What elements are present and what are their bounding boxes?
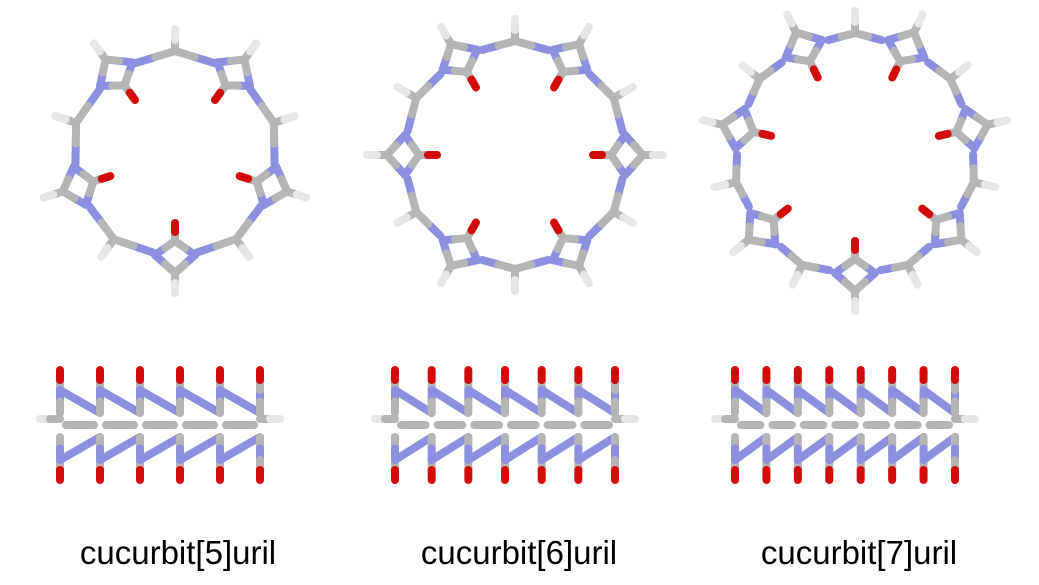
hydrogen-bond	[908, 270, 922, 289]
hydrogen-bond	[89, 39, 104, 56]
hydrogen-bond	[788, 270, 802, 289]
hydrogen-bond	[280, 112, 299, 124]
cb6-caption: cucurbit[6]uril	[420, 534, 618, 571]
hydrogen-bond	[393, 83, 411, 97]
cb7-top-svg	[698, 7, 1012, 315]
cb5-side-view	[30, 345, 320, 505]
hydrogen-bond	[619, 83, 637, 97]
hydrogen-bond	[393, 213, 411, 227]
carbonyl-bond	[888, 65, 901, 82]
carbonyl-bond	[210, 88, 225, 104]
hydrogen-bond	[437, 22, 450, 40]
carbonyl-bond	[467, 218, 480, 235]
hydrogen-bond	[738, 61, 756, 77]
hydrogen-bond	[51, 112, 70, 124]
cb7-side-svg	[711, 366, 979, 484]
hydrogen-bond	[783, 10, 796, 28]
cb6-top-svg	[363, 15, 667, 295]
carbonyl-bond	[235, 172, 253, 183]
cb5-caption: cucurbit[5]uril	[79, 534, 277, 571]
carbonyl-bond	[776, 204, 792, 219]
hydrogen-bond	[914, 10, 927, 28]
hydrogen-bond	[965, 242, 981, 257]
cb5-top-view	[30, 10, 320, 300]
carbonyl-bond	[467, 75, 480, 92]
hydrogen-bond	[238, 244, 254, 261]
hydrogen-bond	[437, 270, 450, 288]
carbonyl-bond	[125, 88, 140, 104]
cb7-top-view	[698, 5, 1012, 315]
hydrogen-bond	[619, 213, 637, 227]
carbonyl-bond	[550, 218, 563, 235]
hydrogen-bond	[292, 190, 311, 202]
cb5-side-svg	[36, 366, 284, 484]
hydrogen-bond	[954, 61, 972, 77]
hydrogen-bond	[993, 116, 1012, 127]
cb6-top-view	[363, 10, 667, 300]
cb5-top-svg	[39, 25, 311, 297]
cb6-side-svg	[371, 366, 639, 484]
hydrogen-bond	[698, 116, 717, 127]
hydrogen-bond	[39, 190, 58, 202]
hydrogen-bond	[246, 39, 261, 56]
hydrogen-bond	[710, 180, 730, 192]
hydrogen-bond	[580, 270, 593, 288]
cb7-side-view	[705, 345, 1005, 505]
cb7-caption: cucurbit[7]uril	[760, 534, 958, 571]
carbonyl-bond	[550, 75, 563, 92]
carbonyl-bond	[918, 204, 934, 219]
hydrogen-bond	[729, 242, 745, 257]
cb6-side-view	[365, 345, 665, 505]
carbonyl-bond	[809, 65, 822, 82]
hydrogen-bond	[980, 180, 1000, 192]
hydrogen-bond	[96, 244, 112, 261]
carbonyl-bond	[934, 129, 952, 140]
carbonyl-bond	[97, 172, 115, 183]
carbonyl-bond	[758, 129, 776, 140]
hydrogen-bond	[580, 22, 593, 40]
